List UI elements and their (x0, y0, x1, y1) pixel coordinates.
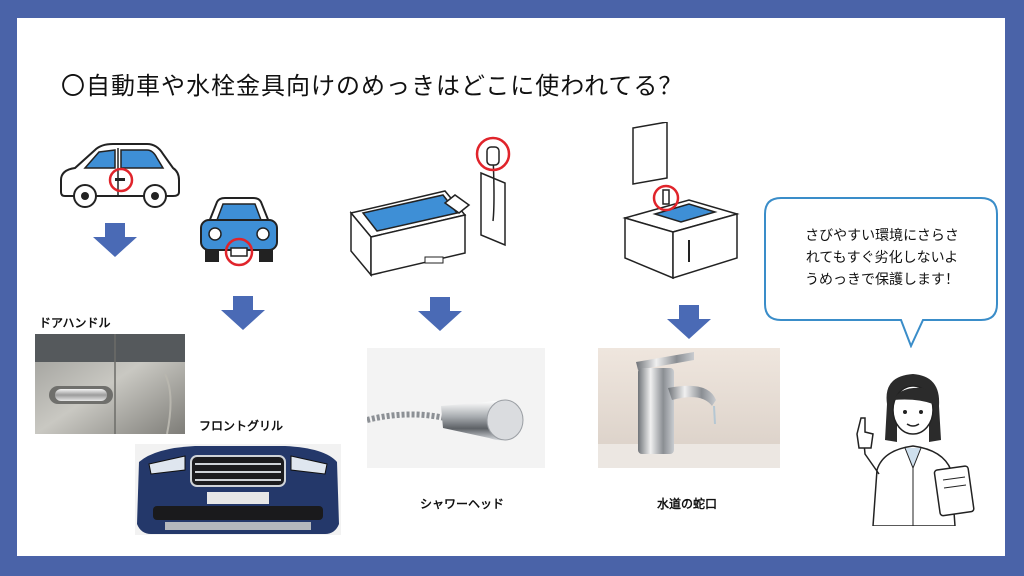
down-arrow-icon (667, 305, 711, 339)
car-side-icon (60, 143, 180, 208)
down-arrow-icon (93, 223, 137, 257)
door-handle-photo (35, 334, 185, 434)
label-faucet: 水道の蛇口 (657, 497, 718, 511)
label-shower-head: シャワーヘッド (420, 497, 505, 511)
car-front-icon (200, 197, 278, 267)
shower-head-photo (367, 348, 545, 468)
speech-line-3: うめっきで保護します！ (805, 272, 959, 288)
page-title: 〇自動車や水栓金具向けのめっきはどこに使われてる？ (61, 72, 684, 100)
woman-pointing-illustration (856, 374, 975, 526)
label-door-handle: ドアハンドル (39, 316, 111, 330)
sink-faucet-icon (622, 122, 740, 280)
bathtub-shower-icon (349, 136, 511, 278)
speech-bubble (764, 197, 998, 348)
speech-line-1: さびやすい環境にさらさ (805, 228, 959, 244)
speech-bubble-text: さびやすい環境にさらさ れてもすぐ劣化しないよ うめっきで保護します！ (777, 225, 987, 291)
faucet-photo (598, 348, 780, 468)
down-arrow-icon (221, 296, 265, 330)
slide: 〇自動車や水栓金具向けのめっきはどこに使われてる？ (17, 18, 1005, 556)
speech-line-2: れてもすぐ劣化しないよ (805, 250, 959, 266)
down-arrow-icon (418, 297, 462, 331)
front-grill-photo (135, 444, 341, 535)
label-front-grill: フロントグリル (199, 419, 284, 433)
